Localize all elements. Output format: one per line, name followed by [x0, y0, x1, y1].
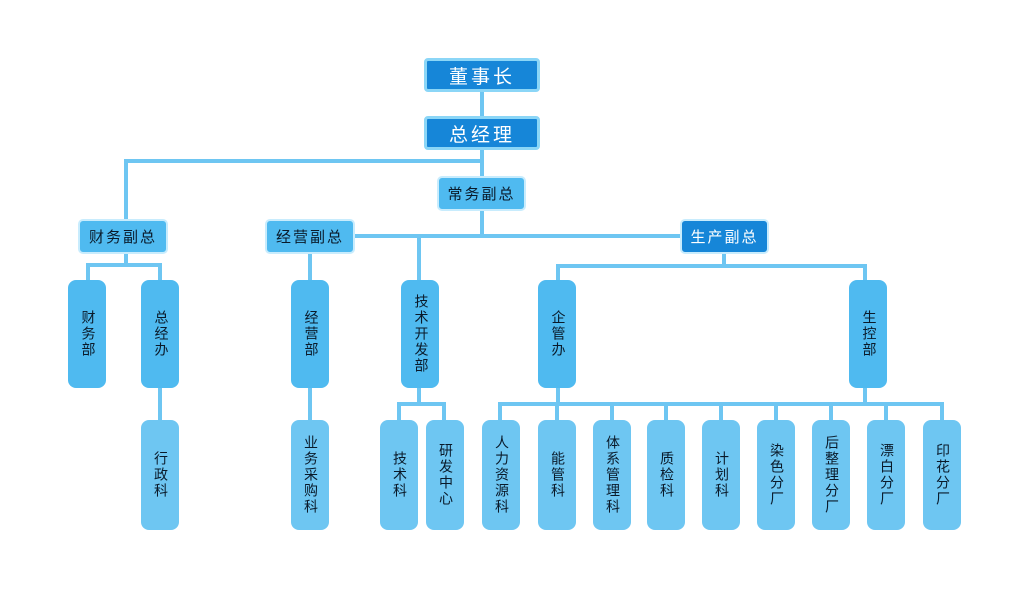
tech-dev-dept-label: 技术开发部: [412, 294, 429, 374]
finance-vp-label: 财务副总: [88, 228, 157, 246]
tech-dev-dept-node: 技术开发部: [401, 280, 439, 388]
bleaching-branch-node: 漂白分厂: [867, 420, 905, 530]
gm-office-label: 总经办: [152, 310, 169, 358]
production-vp-node: 生产副总: [680, 219, 769, 254]
qc-section-node: 质检科: [647, 420, 685, 530]
printing-branch-label: 印花分厂: [934, 443, 950, 507]
hr-section-node: 人力资源科: [482, 420, 520, 530]
planning-section-node: 计划科: [702, 420, 740, 530]
dyeing-branch-node: 染色分厂: [757, 420, 795, 530]
finance-dept-node: 财务部: [68, 280, 106, 388]
production-vp-label: 生产副总: [690, 228, 759, 246]
finance-dept-label: 财务部: [79, 310, 96, 358]
chairman-node: 董事长: [424, 58, 540, 92]
finance-vp-node: 财务副总: [78, 219, 168, 254]
general-manager-label: 总经理: [448, 123, 515, 146]
system-mgmt-section-label: 体系管理科: [604, 435, 620, 515]
operations-dept-label: 经营部: [302, 310, 319, 358]
gm-office-node: 总经办: [141, 280, 179, 388]
chairman-label: 董事长: [448, 65, 515, 88]
purchasing-section-label: 业务采购科: [302, 435, 318, 515]
admin-section-label: 行政科: [152, 451, 168, 499]
hr-section-label: 人力资源科: [493, 435, 509, 515]
printing-branch-node: 印花分厂: [923, 420, 961, 530]
qc-section-label: 质检科: [658, 451, 674, 499]
dyeing-branch-label: 染色分厂: [768, 443, 784, 507]
operations-vp-label: 经营副总: [275, 228, 344, 246]
bleaching-branch-label: 漂白分厂: [878, 443, 894, 507]
energy-section-label: 能管科: [549, 451, 565, 499]
operations-vp-node: 经营副总: [265, 219, 355, 254]
purchasing-section-node: 业务采购科: [291, 420, 329, 530]
finishing-branch-label: 后整理分厂: [823, 435, 839, 515]
executive-vp-label: 常务副总: [447, 185, 516, 203]
admin-section-node: 行政科: [141, 420, 179, 530]
energy-section-node: 能管科: [538, 420, 576, 530]
general-manager-node: 总经理: [424, 116, 540, 150]
executive-vp-node: 常务副总: [437, 176, 526, 211]
planning-section-label: 计划科: [713, 451, 729, 499]
enterprise-office-label: 企管办: [549, 310, 566, 358]
tech-section-label: 技术科: [391, 451, 407, 499]
production-control-dept-node: 生控部: [849, 280, 887, 388]
production-control-dept-label: 生控部: [860, 310, 877, 358]
rd-center-node: 研发中心: [426, 420, 464, 530]
tech-section-node: 技术科: [380, 420, 418, 530]
operations-dept-node: 经营部: [291, 280, 329, 388]
system-mgmt-section-node: 体系管理科: [593, 420, 631, 530]
rd-center-label: 研发中心: [437, 443, 453, 507]
finishing-branch-node: 后整理分厂: [812, 420, 850, 530]
enterprise-office-node: 企管办: [538, 280, 576, 388]
